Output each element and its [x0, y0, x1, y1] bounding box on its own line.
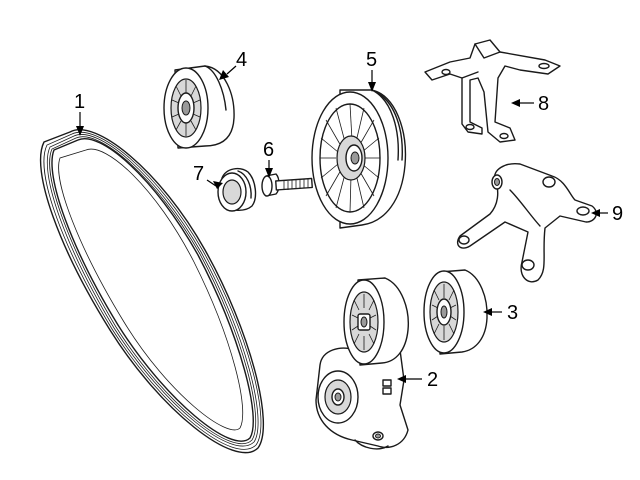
bracket-9	[456, 163, 597, 283]
callout-9: 9	[591, 203, 623, 225]
callout-label: 4	[236, 49, 247, 71]
dust-cap-7	[217, 167, 257, 212]
belt-tensioner-2	[315, 277, 409, 450]
callout-label: 3	[507, 302, 518, 324]
callout-label: 6	[263, 139, 274, 161]
callout-4: 4	[219, 49, 247, 80]
callout-label: 8	[538, 93, 549, 115]
idler-pulley-4	[163, 65, 235, 149]
callout-3: 3	[483, 302, 518, 324]
callout-8: 8	[511, 93, 549, 115]
callout-1: 1	[74, 91, 85, 136]
callout-label: 9	[612, 203, 623, 225]
callout-label: 5	[366, 49, 377, 71]
callout-6: 6	[263, 139, 274, 178]
idler-pulley-3	[423, 269, 488, 355]
bolt-6	[261, 173, 313, 197]
callout-5: 5	[366, 49, 377, 92]
ribbed-pulley-5	[311, 89, 407, 229]
callout-label: 7	[193, 163, 204, 185]
callout-2: 2	[397, 369, 438, 391]
bracket-8	[424, 39, 561, 143]
callout-7: 7	[193, 163, 223, 189]
serpentine-belt	[39, 129, 265, 454]
callout-label: 1	[74, 91, 85, 113]
callout-label: 2	[427, 369, 438, 391]
